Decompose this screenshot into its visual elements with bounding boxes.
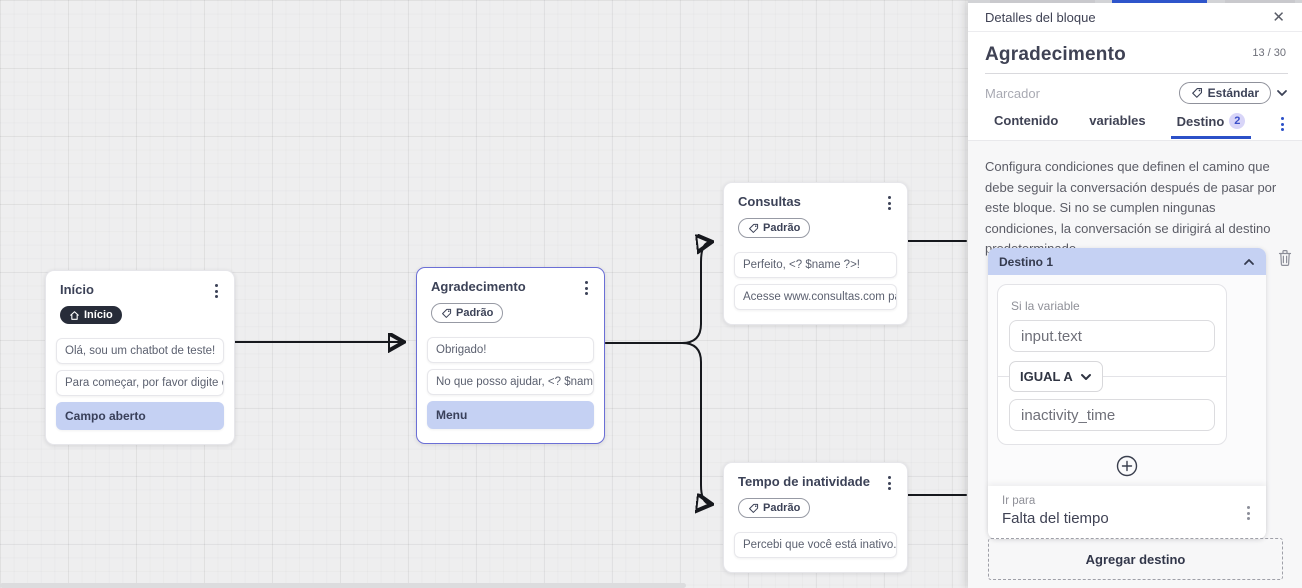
flow-node-agradecimento[interactable]: Agradecimento Padrão Obrigado! No que po… (416, 267, 605, 444)
destination-tab-content: Configura condiciones que definen el cam… (968, 141, 1302, 588)
node-badge-padrao: Padrão (431, 303, 504, 323)
destination-description: Configura condiciones que definen el cam… (985, 159, 1277, 256)
message-row[interactable]: Obrigado! (427, 337, 594, 363)
message-row[interactable]: Acesse www.consultas.com par... (734, 284, 897, 310)
node-badge-label: Padrão (763, 502, 801, 514)
node-title: Tempo de inatividade (738, 474, 870, 489)
flow-node-inicio[interactable]: Início Início Olá, sou um chatbot de tes… (45, 270, 235, 445)
edge-agradecimento-consultas (605, 242, 710, 344)
standard-pill-label: Estándar (1207, 86, 1259, 100)
node-menu-icon[interactable] (884, 194, 895, 212)
tab-destino[interactable]: Destino 2 (1170, 110, 1251, 139)
tag-icon (441, 308, 452, 319)
panel-title: Detalles del bloque (985, 9, 1096, 25)
home-icon (69, 310, 80, 321)
condition-card: Si la variable input.text IGUAL A inacti… (997, 284, 1227, 445)
char-counter: 13 / 30 (1252, 47, 1286, 59)
operator-dropdown[interactable]: IGUAL A (1009, 361, 1103, 392)
operator-label: IGUAL A (1020, 369, 1073, 384)
condition-label: Si la variable (1011, 299, 1080, 313)
add-destination-button[interactable]: Agregar destino (988, 538, 1283, 580)
node-badge-padrao: Padrão (738, 498, 811, 518)
node-badge-label: Padrão (456, 307, 494, 319)
chevron-up-icon[interactable] (1243, 256, 1255, 268)
goto-menu-icon[interactable] (1243, 504, 1254, 522)
node-badge-label: Padrão (763, 222, 801, 234)
tabs-menu-icon[interactable] (1277, 115, 1288, 133)
message-row[interactable]: Para começar, por favor digite o ... (56, 370, 224, 396)
node-menu-icon[interactable] (581, 279, 592, 297)
node-badge-padrao: Padrão (738, 218, 811, 238)
compare-value-input[interactable]: inactivity_time (1009, 399, 1215, 431)
variable-input[interactable]: input.text (1009, 320, 1215, 352)
title-divider (985, 73, 1288, 74)
canvas-horizontal-scrollbar[interactable] (0, 583, 686, 588)
close-icon[interactable]: ✕ (1272, 8, 1285, 26)
top-tabbar-clipped (968, 0, 1302, 3)
node-badge-label: Início (84, 309, 113, 321)
tab-contenido[interactable]: Contenido (994, 113, 1059, 128)
panel-tabs: Contenido variables Destino 2 (968, 110, 1302, 141)
goto-section[interactable]: Ir para Falta del tiempo (988, 486, 1266, 539)
message-row[interactable]: Olá, sou um chatbot de teste! (56, 338, 224, 364)
node-menu-icon[interactable] (884, 474, 895, 492)
flow-node-consultas[interactable]: Consultas Padrão Perfeito, <? $name ?>! … (723, 182, 908, 325)
destination-card-header[interactable]: Destino 1 (988, 248, 1266, 275)
goto-label: Ir para (1002, 495, 1036, 507)
trash-icon[interactable] (1276, 248, 1294, 268)
node-title: Agradecimento (431, 279, 526, 294)
block-details-panel: Detalles del bloque ✕ Agradecimento 13 /… (968, 0, 1302, 588)
node-title: Consultas (738, 194, 801, 209)
edge-agradecimento-tempo (605, 342, 710, 504)
standard-tag-pill[interactable]: Estándar (1178, 82, 1271, 104)
node-title: Início (60, 282, 94, 297)
destination-header-label: Destino 1 (999, 254, 1054, 269)
chevron-down-icon (1080, 373, 1091, 380)
block-name-input[interactable]: Agradecimento (985, 44, 1126, 65)
destination-card: Destino 1 Si la variable input.text IGUA… (988, 248, 1266, 539)
message-row[interactable]: Perfeito, <? $name ?>! (734, 252, 897, 278)
tab-destino-count-badge: 2 (1229, 113, 1246, 129)
flow-node-tempo-inatividade[interactable]: Tempo de inatividade Padrão Percebi que … (723, 462, 908, 573)
open-field-row[interactable]: Campo aberto (56, 402, 224, 430)
menu-row[interactable]: Menu (427, 401, 594, 429)
add-condition-button[interactable] (1116, 455, 1138, 477)
chevron-down-icon[interactable] (1276, 87, 1288, 99)
tab-variables[interactable]: variables (1089, 113, 1146, 128)
goto-target-value[interactable]: Falta del tiempo (1002, 510, 1109, 527)
tag-icon (748, 223, 759, 234)
message-row[interactable]: Percebi que você está inativo. C... (734, 532, 897, 558)
node-menu-icon[interactable] (211, 282, 222, 300)
tag-icon (1191, 87, 1203, 99)
marker-input[interactable]: Marcador (985, 85, 1040, 101)
node-badge-inicio: Início (60, 306, 122, 324)
tab-destino-label: Destino (1176, 113, 1225, 129)
message-row[interactable]: No que posso ajudar, <? $name ... (427, 369, 594, 395)
tag-icon (748, 503, 759, 514)
